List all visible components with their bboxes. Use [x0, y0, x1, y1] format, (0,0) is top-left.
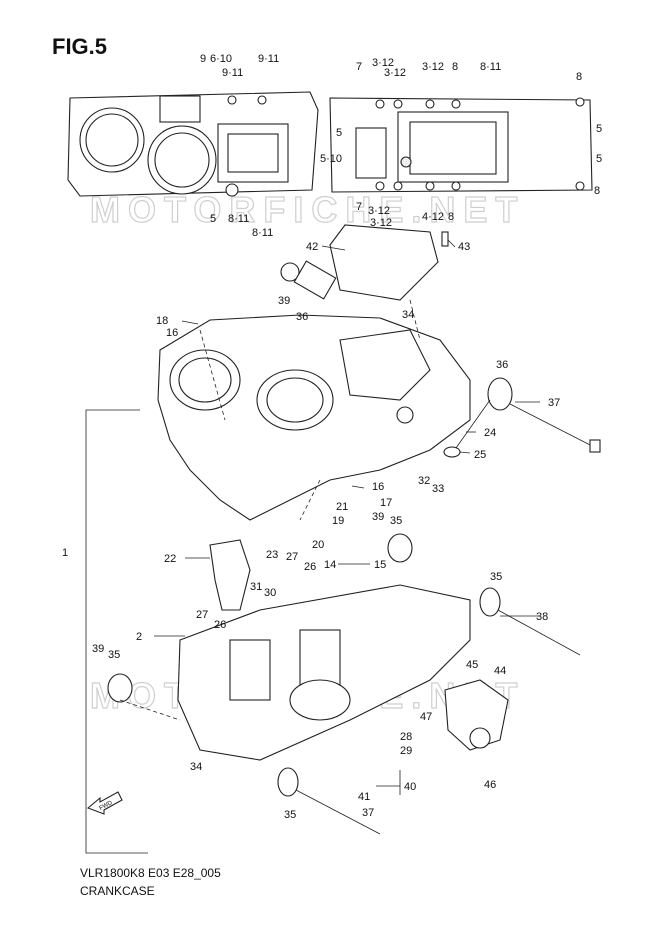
callout: 37: [362, 807, 374, 819]
callout: 5: [596, 153, 602, 165]
callout: 27: [196, 609, 208, 621]
callout: 19: [332, 515, 344, 527]
callout: 30: [264, 587, 276, 599]
callout: 35: [108, 649, 120, 661]
cap-25: [443, 446, 461, 458]
callout: 29: [400, 745, 412, 757]
callout: 16: [166, 327, 178, 339]
callout: 41: [358, 791, 370, 803]
callout: 6·10: [210, 53, 232, 65]
callout: 8·11: [228, 213, 249, 225]
callout: 3·12: [368, 205, 390, 217]
crankcase-top-view-left: [67, 91, 319, 197]
callout: 3·12: [384, 67, 406, 79]
callout: 8·11: [252, 227, 273, 239]
figure-title: FIG.5: [52, 34, 108, 59]
callout: 44: [494, 665, 506, 677]
callout: 5: [336, 127, 342, 139]
bracket-22: [209, 539, 251, 611]
dipstick-24: [455, 399, 491, 449]
lower-crankcase: [177, 584, 471, 761]
callout: 2: [136, 631, 142, 643]
callout: 35: [284, 809, 296, 821]
watermark-top: MOTORFICHE.NET: [90, 189, 525, 230]
callout: 35: [490, 571, 502, 583]
bearing-35-lower: [107, 533, 581, 835]
bearing-36-top: [280, 260, 337, 300]
callout: 3·12: [370, 217, 392, 229]
callout: 7: [356, 61, 362, 73]
callout: 5: [210, 213, 216, 225]
callout: 8·11: [480, 61, 501, 73]
callout: 34: [190, 761, 202, 773]
callout: 8: [448, 211, 454, 223]
callout: 39: [372, 511, 384, 523]
callout: 36: [496, 359, 508, 371]
callout: 14: [324, 559, 336, 571]
callout: 7: [356, 201, 362, 213]
callout: 25: [474, 449, 486, 461]
diagram-code: VLR1800K8 E03 E28_005: [80, 866, 221, 880]
callout: 23: [266, 549, 278, 561]
callout: 21: [336, 501, 348, 513]
callout: 26: [304, 561, 316, 573]
bolt-43: [441, 231, 449, 247]
callout: 46: [484, 779, 496, 791]
callout: 15: [374, 559, 386, 571]
callout: 43: [458, 241, 470, 253]
fwd-arrow-icon: FWD: [86, 791, 123, 815]
callout: 9: [200, 53, 206, 65]
callout: 39: [278, 295, 290, 307]
callout: 45: [466, 659, 478, 671]
callout: 8: [576, 71, 582, 83]
cover-44: [444, 679, 509, 751]
callout: 22: [164, 553, 176, 565]
callout: 27: [286, 551, 298, 563]
callout: 24: [484, 427, 496, 439]
callout: 1: [62, 547, 68, 559]
callout: 3·12: [422, 61, 444, 73]
crankcase-top-view-right: [329, 97, 593, 193]
callout: 31: [250, 581, 262, 593]
callout: 26: [214, 619, 226, 631]
callout: 20: [312, 539, 324, 551]
callout: 35: [390, 515, 402, 527]
callout: 9·11: [258, 53, 279, 65]
callout: 17: [380, 497, 392, 509]
callout: 28: [400, 731, 412, 743]
leader-lines: [119, 239, 540, 795]
bearing-36-right: [487, 377, 601, 453]
callout: 47: [420, 711, 432, 723]
callout: 33: [432, 483, 444, 495]
cover-42: [329, 224, 439, 301]
callout: 5·10: [320, 153, 342, 165]
upper-crankcase: [157, 314, 471, 521]
callout: 34: [402, 309, 414, 321]
callout: 42: [306, 241, 318, 253]
callout: 32: [418, 475, 430, 487]
callout: 38: [536, 611, 548, 623]
callout: 16: [372, 481, 384, 493]
callout: 8: [452, 61, 458, 73]
callout: 3·12: [372, 57, 394, 69]
callout: 4·12: [422, 211, 444, 223]
callout: 9·11: [222, 67, 243, 79]
callout: 40: [404, 781, 416, 793]
callout: 5: [596, 123, 602, 135]
callout: 18: [156, 315, 168, 327]
callout: 37: [548, 397, 560, 409]
diagram-caption: CRANKCASE: [80, 884, 155, 898]
callout: 36: [296, 311, 308, 323]
callout: 39: [92, 643, 104, 655]
callout: 8: [594, 185, 600, 197]
callout-labels: 9 6·10 9·11 9·11 5 8·11 8·11 7 3·12 3·12…: [62, 53, 602, 821]
